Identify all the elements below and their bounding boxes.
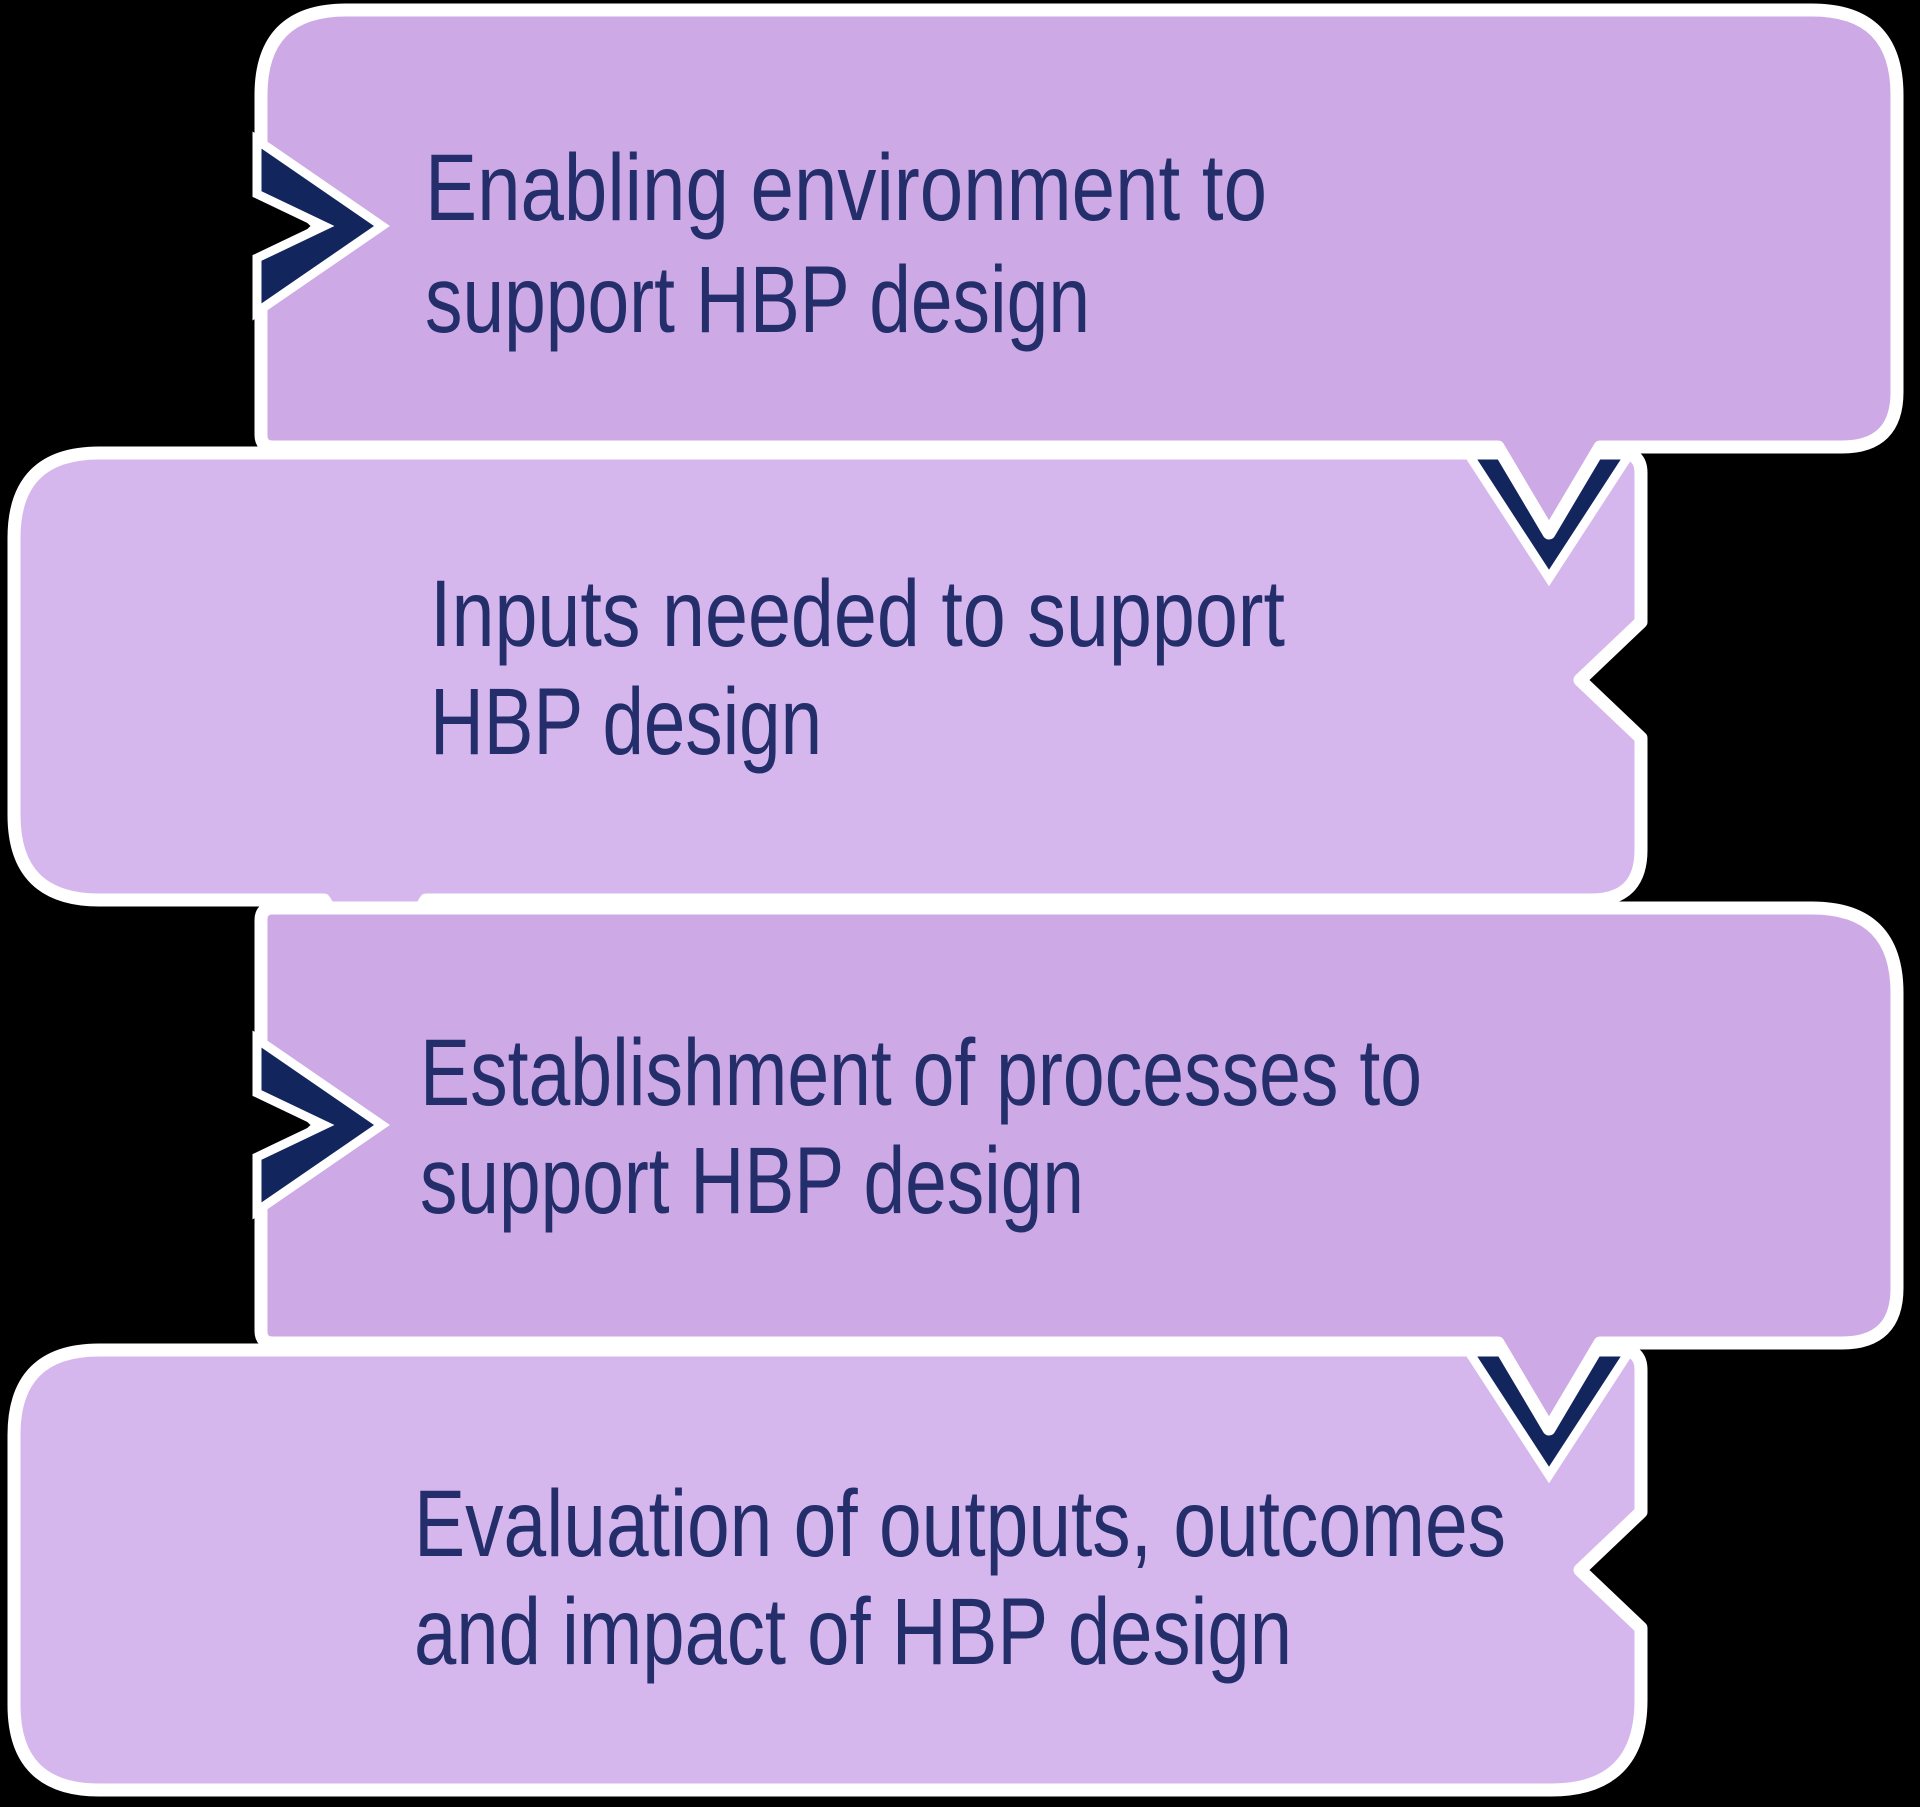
right-chevron-icon [252, 131, 390, 321]
step-1-label-line-2: support HBP design [425, 247, 1090, 353]
step-3-label-line-1: Establishment of processes to [420, 1020, 1422, 1126]
step-2-label-line-2: HBP design [430, 669, 822, 775]
step-1-box [254, 3, 1904, 540]
step-4-box [7, 1343, 1648, 1797]
step-2-box [7, 446, 1648, 987]
step-2-label-line-1: Inputs needed to support [430, 561, 1285, 667]
step-4-label-line-1: Evaluation of outputs, outcomes [414, 1471, 1506, 1577]
step-3-box [254, 901, 1904, 1436]
step-1-label-line-1: Enabling environment to [425, 135, 1267, 241]
step-3-label-line-2: support HBP design [420, 1128, 1084, 1234]
right-chevron-icon [252, 1030, 390, 1220]
step-4-label-line-2: and impact of HBP design [414, 1579, 1292, 1685]
